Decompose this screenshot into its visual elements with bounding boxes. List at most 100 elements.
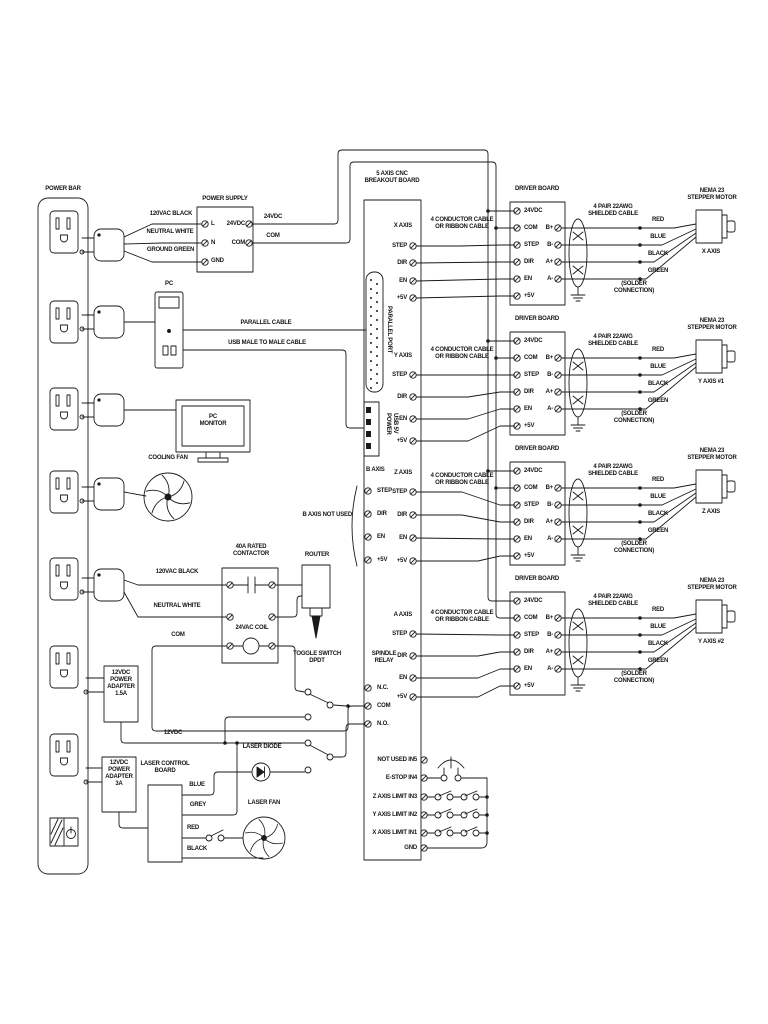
drv-dir: DIR: [524, 649, 534, 655]
nema-label-1: NEMA 23: [699, 318, 725, 324]
drv-bminus: B-: [547, 632, 553, 638]
laser-diode-icon: [251, 762, 305, 782]
shielded-cable-label-2: SHIELDED CABLE: [588, 211, 638, 217]
drv-bminus: B-: [547, 242, 553, 248]
drv-en: EN: [524, 666, 532, 672]
ribbon-label-x-1: 4 CONDUCTOR CABLE: [430, 217, 494, 223]
wire-label-12vdc: 12VDC: [163, 730, 183, 736]
x-pin-5v: +5V: [396, 295, 407, 301]
input-y-limit: Y AXIS LIMIT IN2: [372, 812, 418, 818]
adapter15-line2: POWER: [110, 677, 132, 683]
pc-tower-icon: [123, 291, 367, 429]
drv-bminus: B-: [547, 372, 553, 378]
laser-fan-switch-icon: [205, 829, 244, 842]
nema-label-1: NEMA 23: [699, 448, 725, 454]
motor-wire-black: BLACK: [648, 381, 668, 387]
drv-com: COM: [524, 485, 538, 491]
driver-board-title: DRIVER BOARD: [515, 576, 559, 582]
drv-aplus: A+: [545, 649, 554, 655]
drv-bminus: B-: [547, 502, 553, 508]
psu-terminal-com: COM: [231, 240, 246, 246]
input-estop: E-STOP IN4: [385, 775, 417, 781]
laser-fan-label: LASER FAN: [247, 800, 281, 806]
x-pin-dir: DIR: [397, 260, 407, 266]
x-pin-step: STEP: [392, 243, 407, 249]
drv-dir: DIR: [524, 389, 534, 395]
b-axis-not-used-label: B AXIS NOT USED: [302, 512, 353, 518]
breakout-title-2: BREAKOUT BOARD: [364, 178, 420, 184]
z-pin-5v: +5V: [396, 558, 407, 564]
adapter3-line2: POWER: [108, 767, 130, 773]
solder-label-2: CONNECTION): [613, 678, 655, 684]
laser-diode-label: LASER DIODE: [242, 744, 282, 750]
cooling-fan-label: COOLING FAN: [148, 455, 188, 461]
solder-label-1: (SOLDER: [621, 541, 647, 547]
pc-monitor-icon: [123, 399, 251, 463]
motor-wire-green: GREEN: [647, 528, 669, 534]
shielded-cable-label-2: SHIELDED CABLE: [588, 341, 638, 347]
driver-board-title: DRIVER BOARD: [515, 186, 559, 192]
input-x-limit: X AXIS LIMIT IN1: [372, 830, 417, 836]
motor-wire-red: RED: [651, 217, 665, 223]
shielded-cable-label-1: 4 PAIR 22AWG: [593, 594, 633, 600]
usb-port-icon: [363, 401, 380, 457]
drv-step: STEP: [524, 242, 539, 248]
wire-label-24vdc: 24VDC: [263, 214, 283, 220]
motor-wire-blue: BLUE: [650, 234, 666, 240]
laser-wire-blue: BLUE: [189, 782, 205, 788]
relay-com-label: COM: [377, 703, 391, 709]
drv-5v: +5V: [524, 553, 535, 559]
breakout-title-1: 5 AXIS CNC: [376, 171, 408, 177]
contactor-wire-com: COM: [171, 632, 185, 638]
drv-aplus: A+: [545, 259, 554, 265]
laser-wire-grey: GREY: [189, 802, 207, 808]
power-supply-title: POWER SUPPLY: [202, 196, 248, 202]
drv-bplus: B+: [545, 225, 554, 231]
a-axis-title: A AXIS: [393, 612, 413, 618]
laser-board-label-1: LASER CONTROL: [140, 761, 190, 767]
motor-axis-label: Y AXIS #2: [698, 639, 724, 645]
drv-en: EN: [524, 536, 532, 542]
motor-wire-red: RED: [651, 477, 665, 483]
nema-label-2: STEPPER MOTOR: [687, 195, 737, 201]
toggle-title-2: DPDT: [309, 658, 325, 664]
drv-aplus: A+: [545, 389, 554, 395]
drv-step: STEP: [524, 632, 539, 638]
contactor-title-1: 40A RATED: [235, 544, 267, 550]
toggle-title-1: TOGGLE SWITCH: [293, 651, 341, 657]
router-label: ROUTER: [304, 552, 330, 558]
plug-icon: [79, 228, 125, 785]
adapter15-line3: ADAPTER: [107, 684, 135, 690]
ribbon-label-a-1: 4 CONDUCTOR CABLE: [430, 610, 494, 616]
drv-aplus: A+: [545, 519, 554, 525]
wire-label-com: COM: [266, 233, 280, 239]
contactor-wire-white: NEUTRAL WHITE: [153, 603, 201, 609]
contactor-box: [123, 567, 365, 732]
drv-dir: DIR: [524, 259, 534, 265]
laser-fan-icon: [242, 816, 286, 860]
drv-aminus: A-: [547, 406, 553, 412]
drv-aminus: A-: [547, 276, 553, 282]
nema-label-2: STEPPER MOTOR: [687, 455, 737, 461]
monitor-label-1: PC: [209, 414, 217, 420]
motor-axis-label: Y AXIS #1: [698, 379, 724, 385]
psu-terminal-gnd: GND: [211, 258, 224, 264]
estop-button-icon: [427, 756, 488, 782]
laser-wire-red: RED: [186, 825, 200, 831]
wire-label-120vac-black: 120VAC BLACK: [149, 211, 193, 217]
12vdc-wiring: [120, 716, 305, 746]
y-pin-en: EN: [399, 416, 407, 422]
parallel-cable-label: PARALLEL CABLE: [240, 320, 292, 326]
driver-board-title: DRIVER BOARD: [515, 446, 559, 452]
z-pin-step: STEP: [392, 489, 407, 495]
ribbon-label-a-2: OR RIBBON CABLE: [435, 617, 489, 623]
motor-wire-green: GREEN: [647, 658, 669, 664]
drv-5v: +5V: [524, 683, 535, 689]
usb-cable-label: USB MALE TO MALE CABLE: [228, 340, 306, 346]
motor-wire-blue: BLUE: [650, 624, 666, 630]
adapter15-line1: 12VDC: [111, 670, 131, 676]
laser-wire-black: BLACK: [187, 846, 207, 852]
drv-5v: +5V: [524, 293, 535, 299]
adapter15-line4: 1.5A: [115, 691, 127, 697]
contactor-title-2: CONTACTOR: [233, 551, 269, 557]
